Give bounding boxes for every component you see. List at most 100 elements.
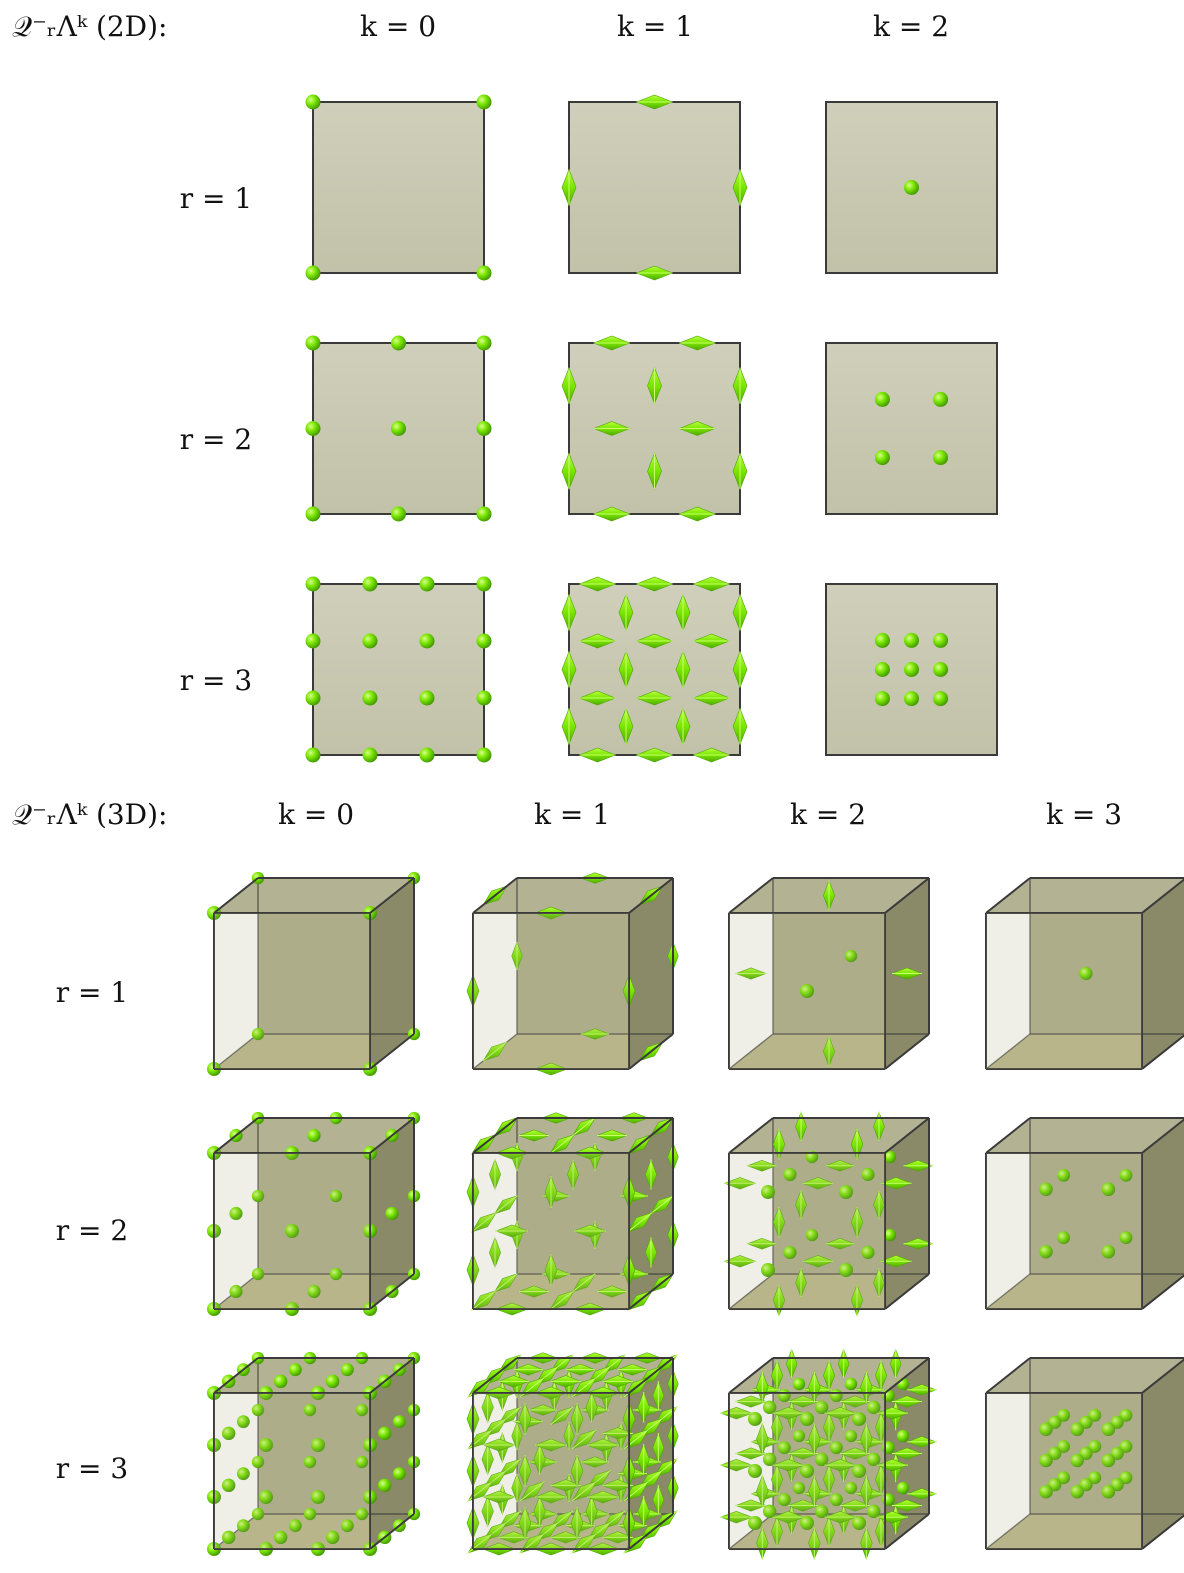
cell-3d-r3-k2 <box>721 1349 936 1558</box>
col-3d-k0-label: k = 0 <box>278 798 354 831</box>
sphere-dof-icon <box>793 1378 805 1390</box>
sphere-dof-icon <box>391 507 406 522</box>
sphere-dof-icon <box>307 1129 320 1142</box>
sphere-dof-icon <box>306 748 321 763</box>
sphere-dof-icon <box>477 336 492 351</box>
sphere-dof-icon <box>363 577 378 592</box>
sphere-dof-icon <box>904 180 919 195</box>
sphere-dof-icon <box>420 691 435 706</box>
cell-3d-r1-k2 <box>729 878 929 1069</box>
sphere-dof-icon <box>477 634 492 649</box>
sphere-dof-icon <box>477 691 492 706</box>
sphere-dof-icon <box>875 633 890 648</box>
sphere-dof-icon <box>875 662 890 677</box>
row-2d-r3-label: r = 3 <box>180 664 252 697</box>
cube-front-face <box>473 913 629 1069</box>
sphere-dof-icon <box>477 421 492 436</box>
cube-front-face <box>986 1153 1142 1309</box>
sphere-dof-icon <box>385 1207 398 1220</box>
cell-2d-r3-k1 <box>562 577 747 762</box>
sphere-dof-icon <box>378 1427 391 1440</box>
sphere-dof-icon <box>875 392 890 407</box>
sphere-dof-icon <box>477 577 492 592</box>
sphere-dof-icon <box>477 266 492 281</box>
cube-front-face <box>986 1393 1142 1549</box>
cube-front-face <box>214 913 370 1069</box>
sphere-dof-icon <box>393 1415 406 1428</box>
cube-front-face <box>729 1153 885 1309</box>
cell-3d-r3-k1 <box>467 1353 678 1555</box>
sphere-dof-icon <box>875 450 890 465</box>
square-element <box>313 584 484 755</box>
sphere-dof-icon <box>420 748 435 763</box>
row-3d-r2-label: r = 2 <box>56 1214 128 1247</box>
sphere-dof-icon <box>933 691 948 706</box>
sphere-dof-icon <box>306 95 321 110</box>
cube-front-face <box>986 913 1142 1069</box>
cell-3d-r2-k2 <box>724 1112 932 1316</box>
sphere-dof-icon <box>933 633 948 648</box>
sphere-dof-icon <box>904 633 919 648</box>
sphere-dof-icon <box>391 421 406 436</box>
sphere-dof-icon <box>933 662 948 677</box>
cell-3d-r2-k0 <box>207 1112 420 1316</box>
cell-2d-r2-k2 <box>826 343 997 514</box>
cell-3d-r2-k3 <box>986 1118 1184 1309</box>
cube-front-face <box>473 1393 629 1549</box>
cube-front-face <box>214 1153 370 1309</box>
sphere-dof-icon <box>341 1363 354 1376</box>
col-2d-k0-label: k = 0 <box>360 10 436 43</box>
col-3d-k3-label: k = 3 <box>1046 798 1122 831</box>
cell-2d-r1-k0 <box>306 95 492 281</box>
sphere-dof-icon <box>897 1430 909 1442</box>
sphere-dof-icon <box>875 691 890 706</box>
cube-front-face <box>729 1393 885 1549</box>
sphere-dof-icon <box>306 266 321 281</box>
sphere-dof-icon <box>933 450 948 465</box>
cell-2d-r2-k0 <box>306 336 492 522</box>
sphere-dof-icon <box>289 1363 302 1376</box>
sphere-dof-icon <box>904 662 919 677</box>
section-3d-title: 𝒬⁻ᵣΛᵏ (3D): <box>12 798 167 831</box>
cube-front-face <box>214 1393 370 1549</box>
col-2d-k1-label: k = 1 <box>617 10 693 43</box>
sphere-dof-icon <box>904 691 919 706</box>
square-element <box>569 102 740 273</box>
cell-3d-r1-k1 <box>467 873 678 1075</box>
cell-2d-r1-k1 <box>562 95 747 280</box>
sphere-dof-icon <box>306 634 321 649</box>
square-element <box>826 343 997 514</box>
cell-3d-r1-k3 <box>986 878 1184 1069</box>
square-element <box>313 102 484 273</box>
grid-2d <box>306 95 998 763</box>
sphere-dof-icon <box>420 577 435 592</box>
sphere-dof-icon <box>477 95 492 110</box>
sphere-dof-icon <box>306 336 321 351</box>
row-3d-r1-label: r = 1 <box>56 976 128 1009</box>
sphere-dof-icon <box>306 577 321 592</box>
row-3d-r3-label: r = 3 <box>56 1452 128 1485</box>
row-2d-r2-label: r = 2 <box>180 423 252 456</box>
col-2d-k2-label: k = 2 <box>873 10 949 43</box>
col-3d-k1-label: k = 1 <box>534 798 610 831</box>
cube-front-face <box>729 913 885 1069</box>
sphere-dof-icon <box>326 1375 339 1388</box>
grid-3d <box>207 872 1184 1559</box>
sphere-dof-icon <box>477 507 492 522</box>
sphere-dof-icon <box>391 336 406 351</box>
sphere-dof-icon <box>378 1479 391 1492</box>
cell-2d-r3-k2 <box>826 584 997 755</box>
sphere-dof-icon <box>933 392 948 407</box>
cell-3d-r2-k1 <box>467 1113 678 1315</box>
col-3d-k2-label: k = 2 <box>790 798 866 831</box>
sphere-dof-icon <box>393 1467 406 1480</box>
cube-front-face <box>473 1153 629 1309</box>
sphere-dof-icon <box>845 1378 857 1390</box>
sphere-dof-icon <box>306 507 321 522</box>
sphere-dof-icon <box>363 748 378 763</box>
square-element <box>569 584 740 755</box>
sphere-dof-icon <box>363 634 378 649</box>
cell-2d-r3-k0 <box>306 577 492 763</box>
cell-2d-r2-k1 <box>562 336 747 521</box>
